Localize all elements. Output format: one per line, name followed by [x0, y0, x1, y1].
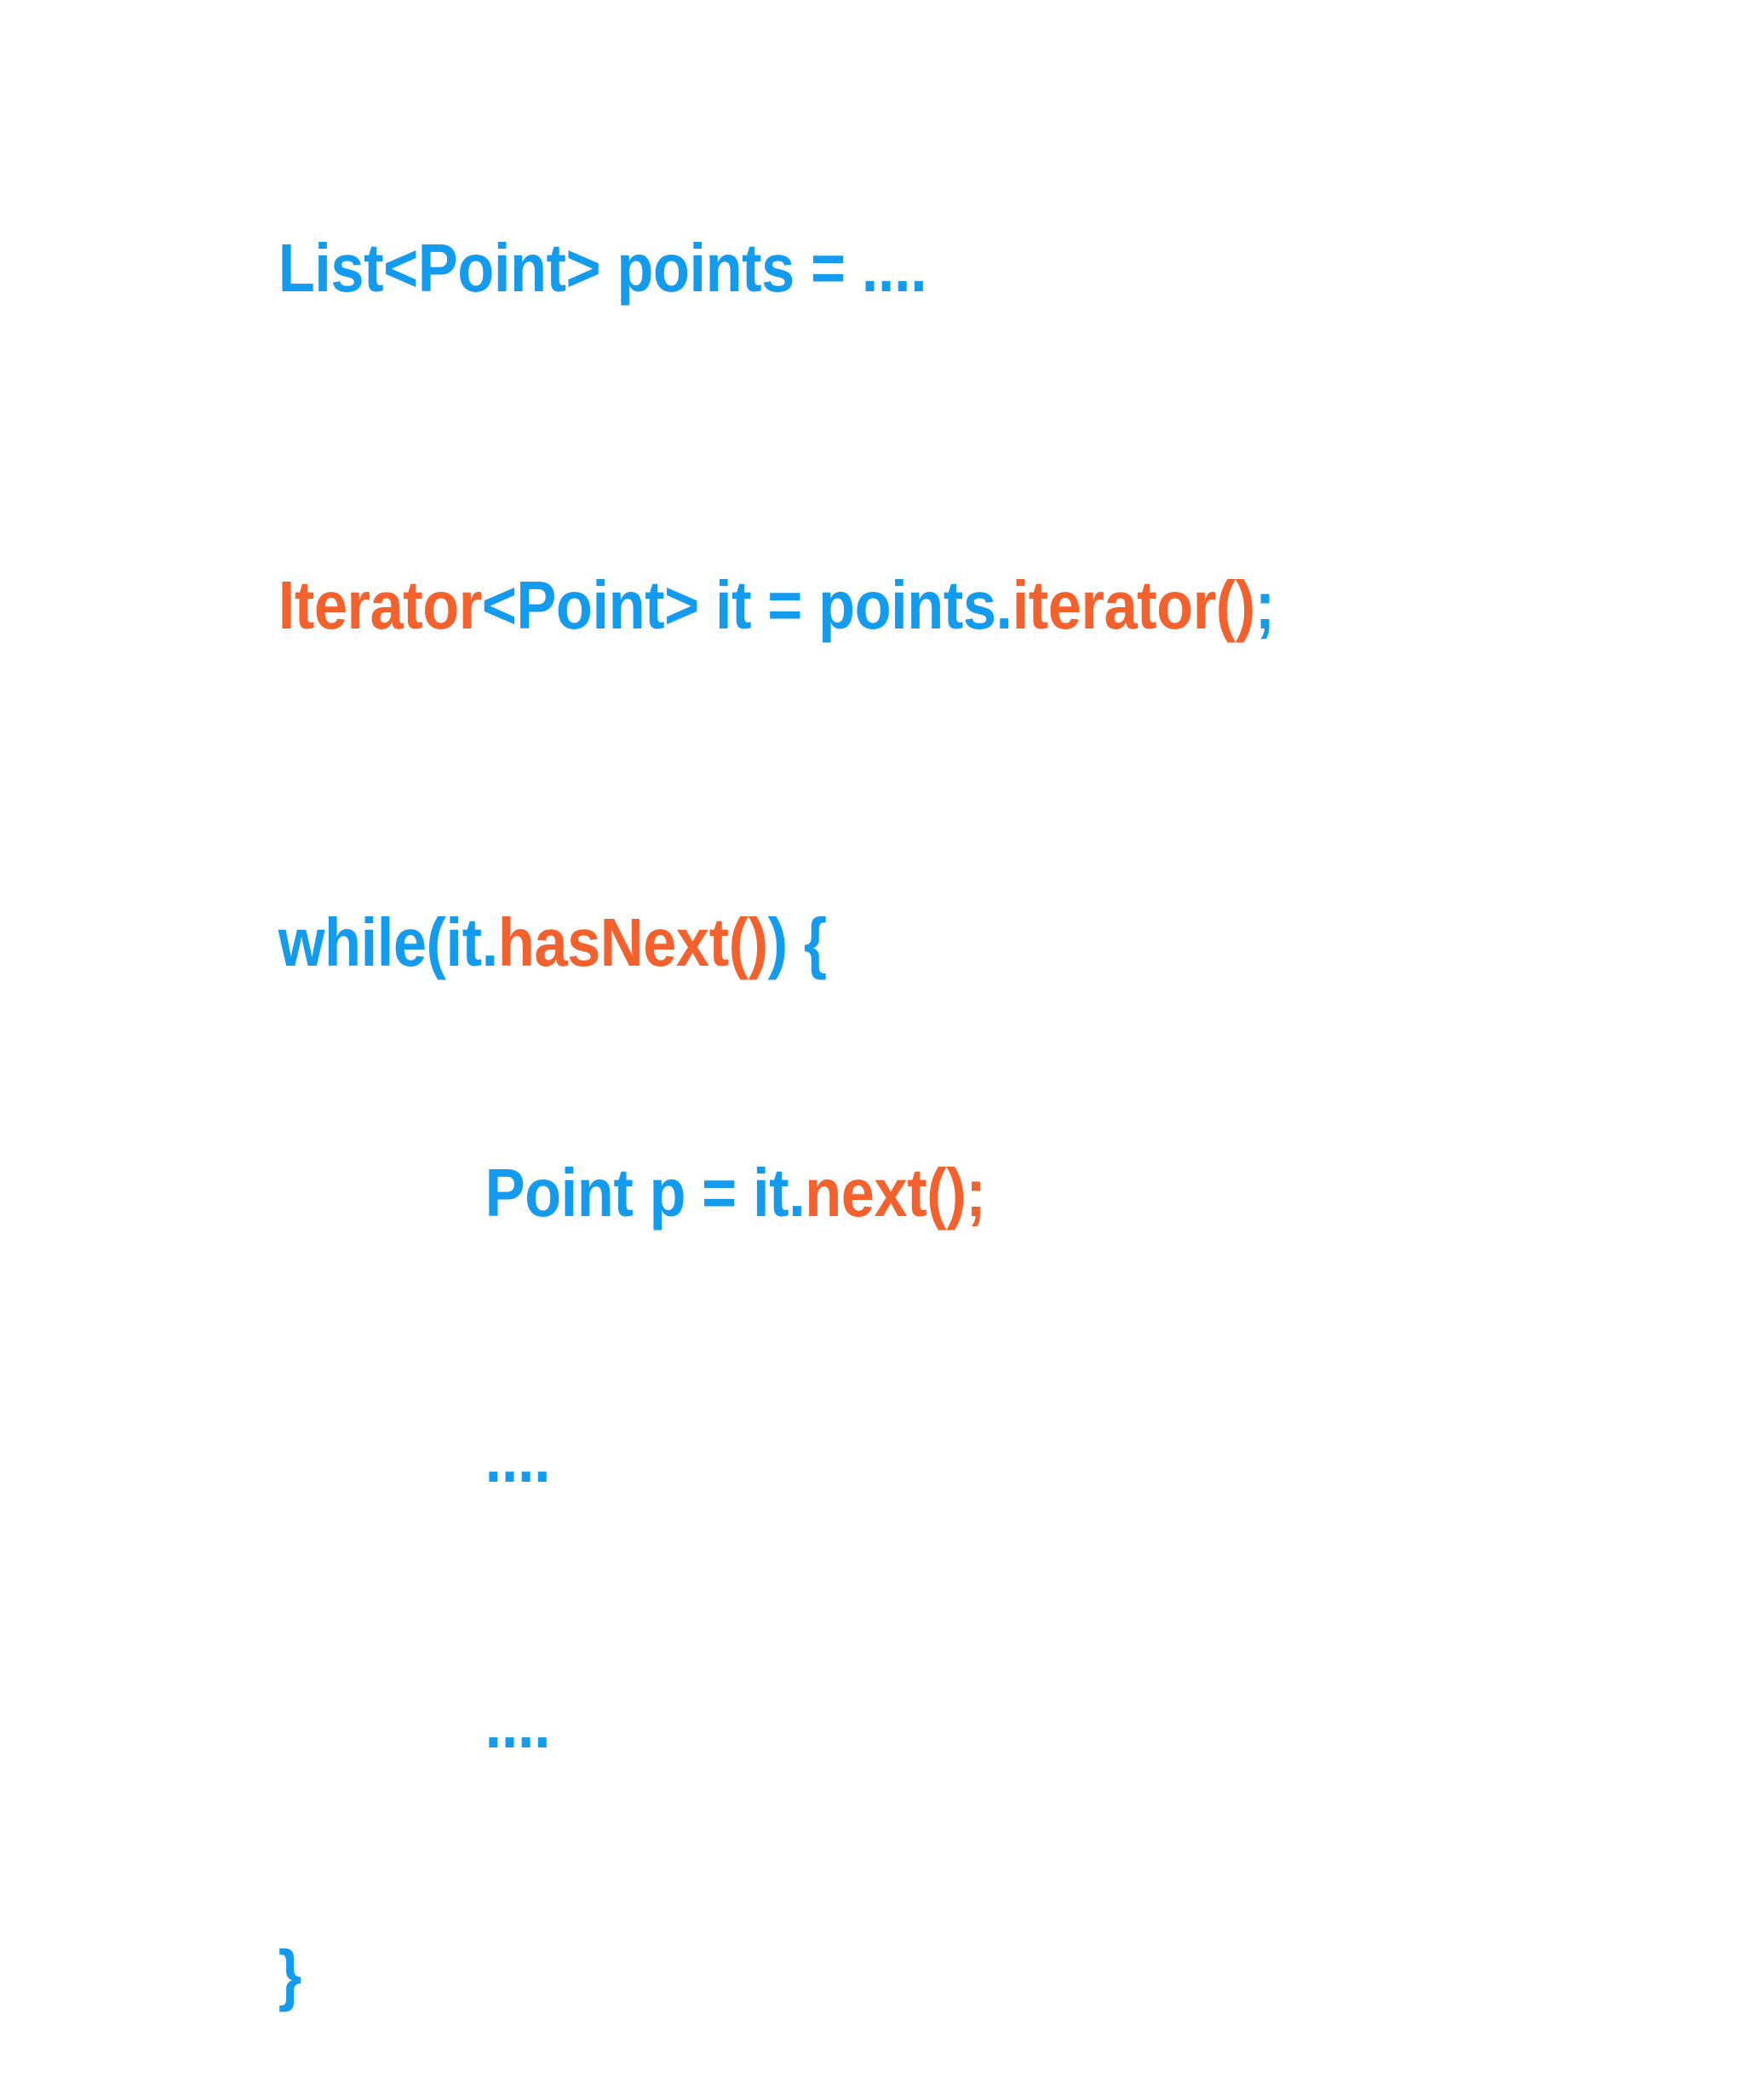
code-block: List<Point> points = .... Iterator<Point… [181, 143, 1713, 2100]
code-token-method: next(); [805, 1155, 986, 1231]
code-token: List<Point> points = .... [278, 230, 927, 306]
code-spacer [181, 1318, 1713, 1334]
code-token-ellipsis: .... [485, 1686, 551, 1762]
code-line-7: } [181, 1850, 1529, 2100]
code-line-4: Point p = it.next(); [181, 1068, 1529, 1318]
code-token: <Point> it = points. [481, 567, 1013, 643]
code-token: Point p = it. [485, 1155, 806, 1231]
code-token-method: iterator() [1012, 567, 1255, 643]
code-line-5: .... [181, 1334, 1529, 1584]
code-line-6: .... [181, 1599, 1529, 1850]
code-token-semicolon: ; [1254, 567, 1275, 643]
code-line-3: while(it.hasNext()) { [181, 818, 1529, 1068]
code-token-method: hasNext() [497, 904, 768, 980]
code-blank-line [181, 393, 1713, 480]
code-token-brace: } [278, 1936, 301, 2012]
code-blank-line [181, 731, 1713, 818]
slide-canvas: List<Point> points = .... Iterator<Point… [278, 230, 1276, 2012]
code-spacer [181, 1584, 1713, 1599]
code-token-keyword: while(it. [278, 904, 499, 980]
code-line-2: Iterator<Point> it = points.iterator(); [181, 480, 1529, 731]
code-line-1: List<Point> points = .... [181, 143, 1529, 393]
code-token-type: Iterator [278, 567, 482, 643]
code-token-ellipsis: .... [485, 1420, 551, 1496]
code-token-brace: ) { [767, 904, 828, 980]
